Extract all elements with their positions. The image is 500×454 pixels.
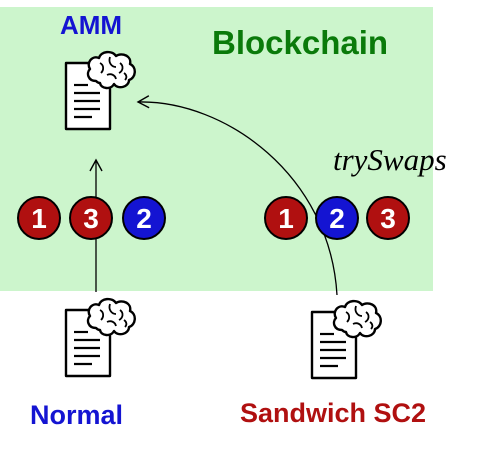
normal-order-num-2: 3 — [83, 203, 99, 234]
sandwich-order-badge-1: 1 — [264, 196, 308, 240]
normal-order-num-1: 1 — [31, 203, 47, 234]
normal-order-num-3: 2 — [136, 203, 152, 234]
sandwich-order-num-3: 3 — [380, 203, 396, 234]
amm-contract-icon — [64, 50, 136, 131]
sandwich-order-num-2: 2 — [329, 203, 345, 234]
blockchain-region — [0, 7, 433, 291]
sandwich-label: Sandwich SC2 — [240, 398, 427, 428]
normal-order-badge-1: 1 — [17, 196, 61, 240]
edge-label-tryswaps: trySwaps — [333, 142, 447, 177]
sandwich-order-badge-3: 3 — [366, 196, 410, 240]
normal-contract-icon — [64, 297, 136, 378]
normal-order-badge-3: 2 — [122, 196, 166, 240]
sandwich-contract-icon — [310, 299, 382, 380]
sandwich-order-num-1: 1 — [278, 203, 294, 234]
edge-sandwich-to-amm — [136, 95, 338, 296]
blockchain-label: Blockchain — [212, 24, 389, 61]
sandwich-order-badge-2: 2 — [315, 196, 359, 240]
normal-label: Normal — [30, 400, 124, 430]
sandwich-tx-order: 1 2 3 — [264, 196, 410, 240]
amm-label: AMM — [60, 10, 123, 40]
normal-order-badge-2: 3 — [69, 196, 113, 240]
normal-tx-order: 1 3 2 — [17, 196, 166, 240]
